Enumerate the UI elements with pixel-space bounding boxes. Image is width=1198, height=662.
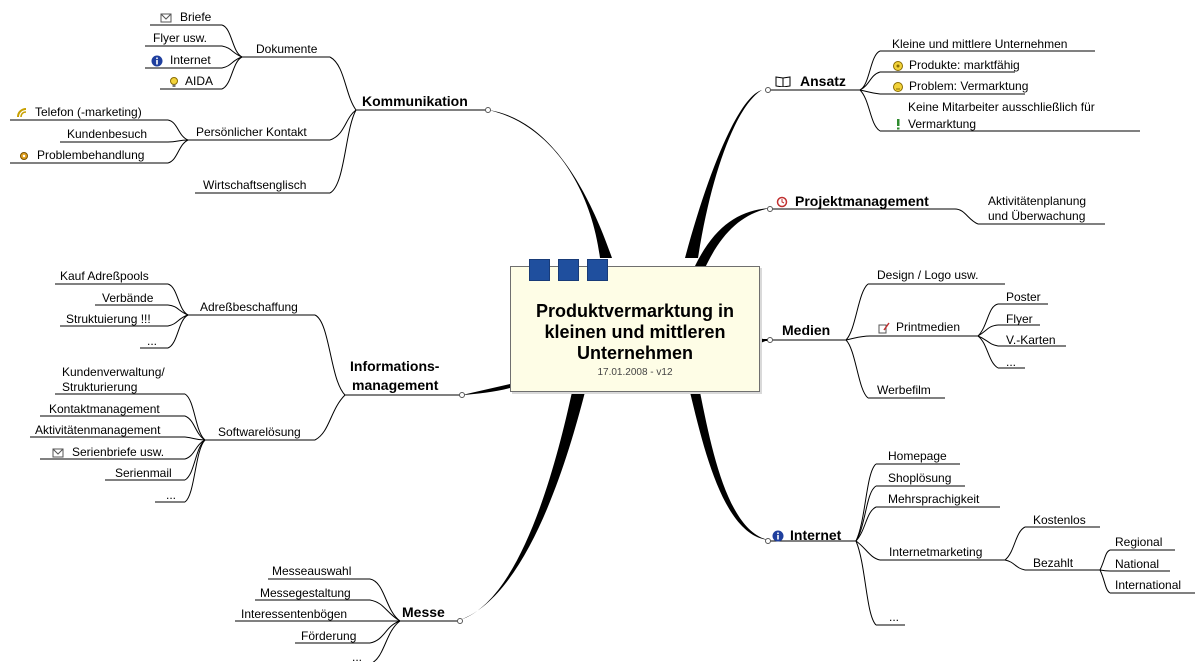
topic-aida[interactable]: AIDA (185, 74, 214, 88)
topic-flyer[interactable]: Flyer (1006, 312, 1033, 326)
topic-informationsmanagement[interactable]: Informations- management (350, 358, 439, 393)
topic-kundenbesuch[interactable]: Kundenbesuch (67, 127, 148, 141)
topic-aktivitaetenplanung[interactable]: Aktivitätenplanung und Überwachung (988, 194, 1086, 223)
topic-bezahlt[interactable]: Bezahlt (1033, 556, 1074, 570)
info-icon (772, 529, 784, 542)
topic-aktivitaetenmanagement[interactable]: Aktivitätenmanagement (35, 423, 161, 437)
info-icon (151, 54, 163, 67)
flower-icon (892, 59, 904, 71)
book-icon (775, 74, 791, 88)
header-block (558, 259, 579, 281)
topic-serienmail[interactable]: Serienmail (115, 466, 172, 480)
topic-internet-more[interactable]: ... (889, 610, 900, 624)
topic-printmedien[interactable]: Printmedien (896, 320, 961, 334)
topic-kundenverwaltung[interactable]: Kundenverwaltung/ Strukturierung (62, 365, 165, 394)
topic-werbefilm[interactable]: Werbefilm (877, 383, 931, 397)
topic-kauf-adresspools[interactable]: Kauf Adreßpools (60, 269, 149, 283)
lightbulb-icon (168, 75, 180, 87)
topic-mehrsprachigkeit[interactable]: Mehrsprachigkeit (888, 492, 980, 506)
topic-interessentenboegen[interactable]: Interessentenbögen (241, 607, 348, 621)
topic-design-logo[interactable]: Design / Logo usw. (877, 268, 979, 282)
topic-medien[interactable]: Medien (782, 322, 831, 338)
topic-projektmanagement[interactable]: Projektmanagement (795, 193, 929, 209)
topic-internet-doc[interactable]: Internet (170, 53, 211, 67)
topic-struktuierung[interactable]: Struktuierung !!! (66, 312, 151, 326)
topic-national[interactable]: National (1115, 557, 1160, 571)
topic-briefe[interactable]: Briefe (180, 10, 212, 24)
topic-problem[interactable]: Problem: Vermarktung (909, 79, 1029, 93)
topic-telefon[interactable]: Telefon (-marketing) (35, 105, 142, 119)
central-title-line: Unternehmen (576, 343, 693, 363)
version-date: 17.01.2008 - v12 (597, 367, 673, 378)
central-topic[interactable]: Produktvermarktung in kleinen und mittle… (510, 259, 760, 392)
topic-adress-more[interactable]: ... (147, 334, 158, 348)
header-block (529, 259, 550, 281)
topic-line: Informations- (350, 358, 440, 374)
letter-icon (160, 11, 172, 23)
topic-adressbeschaffung[interactable]: Adreßbeschaffung (200, 300, 298, 314)
topic-messeauswahl[interactable]: Messeauswahl (272, 564, 352, 578)
exclamation-icon (892, 117, 904, 130)
topic-line: Strukturierung (62, 380, 138, 394)
topic-kmu[interactable]: Kleine und mittlere Unternehmen (892, 37, 1068, 51)
topic-international[interactable]: International (1115, 578, 1182, 592)
topic-v-karten[interactable]: V.-Karten (1006, 333, 1056, 347)
topic-verbaende[interactable]: Verbände (102, 291, 154, 305)
central-title: Produktvermarktung in kleinen und mittle… (511, 301, 759, 364)
central-title-line: kleinen und mittleren (544, 322, 726, 342)
topic-line: Keine Mitarbeiter ausschließlich für (908, 100, 1095, 114)
topic-internet[interactable]: Internet (790, 527, 842, 543)
topic-shoploesung[interactable]: Shoplösung (888, 471, 952, 485)
pencil-icon (878, 321, 890, 334)
topic-wirtschaftsenglisch[interactable]: Wirtschaftsenglisch (203, 178, 307, 192)
topic-homepage[interactable]: Homepage (888, 449, 947, 463)
topic-messegestaltung[interactable]: Messegestaltung (260, 586, 351, 600)
topic-line: Aktivitätenplanung (988, 194, 1087, 208)
topic-foerderung[interactable]: Förderung (301, 629, 357, 643)
topic-persoenlicher-kontakt[interactable]: Persönlicher Kontakt (196, 125, 307, 139)
topic-messe[interactable]: Messe (402, 604, 445, 620)
topic-kostenlos[interactable]: Kostenlos (1033, 513, 1086, 527)
topic-line: Vermarktung (908, 117, 977, 131)
topic-line: management (352, 377, 439, 393)
gear-icon (18, 149, 30, 161)
topic-software-more[interactable]: ... (166, 488, 177, 502)
topic-line: und Überwachung (988, 209, 1086, 223)
letter-icon (52, 446, 64, 458)
topic-problembehandlung[interactable]: Problembehandlung (37, 148, 145, 162)
topic-dokumente[interactable]: Dokumente (256, 42, 318, 56)
topic-poster[interactable]: Poster (1006, 290, 1041, 304)
clock-icon (776, 195, 788, 208)
topic-internetmarketing[interactable]: Internetmarketing (889, 545, 983, 559)
phone-icon (16, 106, 28, 118)
topic-softwareloesung[interactable]: Softwarelösung (218, 425, 301, 439)
topic-kontaktmanagement[interactable]: Kontaktmanagement (49, 402, 160, 416)
topic-keine-mitarbeiter[interactable]: Keine Mitarbeiter ausschließlich für Ver… (908, 100, 1095, 131)
topic-produkte[interactable]: Produkte: marktfähig (909, 58, 1020, 72)
topic-print-more[interactable]: ... (1006, 355, 1017, 369)
topic-regional[interactable]: Regional (1115, 535, 1163, 549)
topic-messe-more[interactable]: ... (352, 650, 363, 662)
topic-flyer[interactable]: Flyer usw. (153, 31, 208, 45)
central-title-line: Produktvermarktung in (535, 301, 735, 321)
smiley-icon (892, 80, 904, 92)
topic-serienbriefe[interactable]: Serienbriefe usw. (72, 445, 165, 459)
topic-kommunikation[interactable]: Kommunikation (362, 93, 468, 109)
header-block (587, 259, 608, 281)
topic-line: Kundenverwaltung/ (62, 365, 165, 379)
topic-ansatz[interactable]: Ansatz (800, 73, 846, 89)
